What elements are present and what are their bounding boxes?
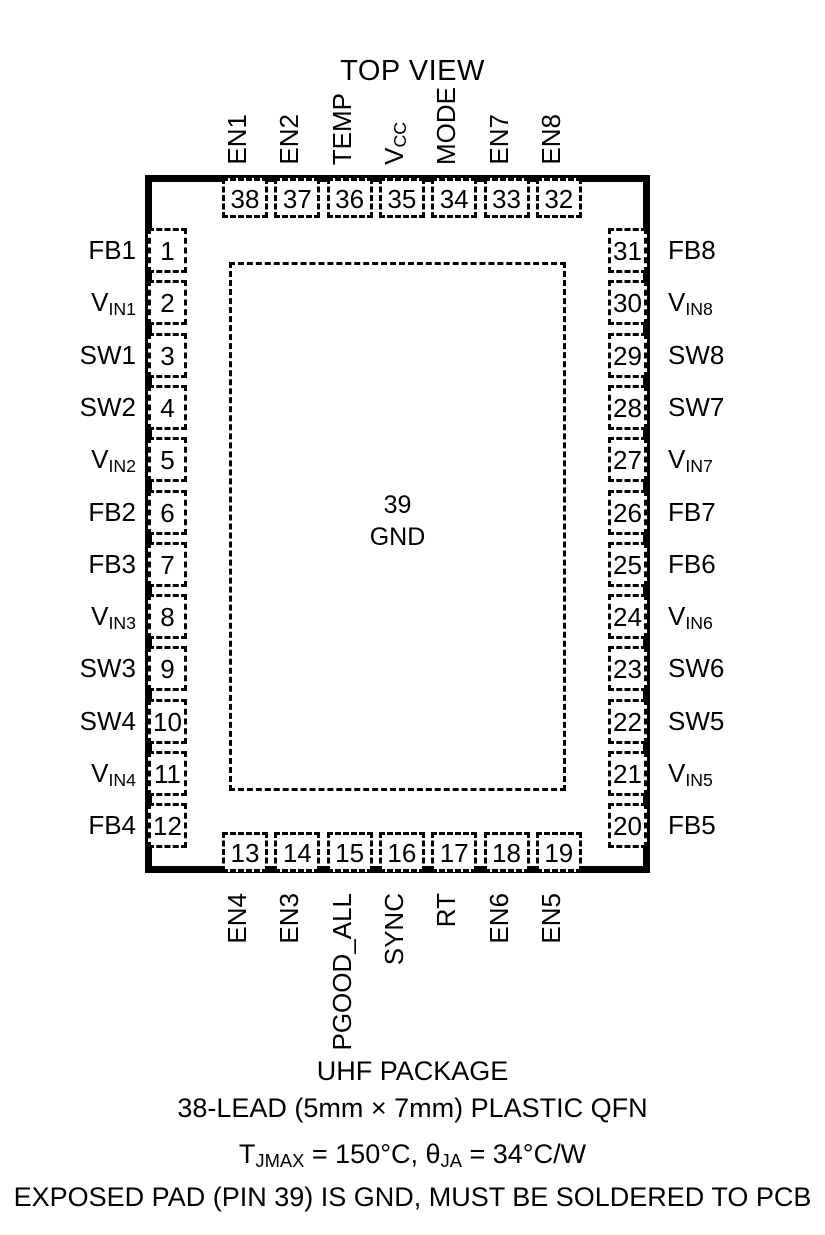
pin-label-SW3: SW3 [79, 653, 136, 684]
pin-label-MODE: MODE [431, 87, 462, 165]
exposed-pad-outline [229, 262, 566, 791]
pin-box-15: 15 [326, 832, 373, 872]
pin-label-FB1: FB1 [88, 235, 136, 265]
pin-label-SW4: SW4 [79, 705, 136, 736]
pin-box-16: 16 [378, 832, 425, 872]
pin-label-SW5: SW5 [668, 705, 725, 736]
pin-box-7: 7 [148, 541, 187, 587]
pin-box-12: 12 [148, 803, 187, 849]
pin-box-27: 27 [608, 437, 647, 483]
pin-label-FB3: FB3 [88, 548, 136, 579]
pin-box-20: 20 [608, 803, 647, 849]
pin-label-EN6: EN6 [483, 893, 514, 944]
pin-label-SW7: SW7 [668, 391, 725, 422]
pin-label-SW8: SW8 [668, 339, 725, 370]
pin-label-EN1: EN1 [222, 114, 252, 165]
pin-box-31: 31 [608, 228, 647, 273]
pin-label-SYNC: SYNC [378, 893, 409, 966]
pin-label-FB7: FB7 [668, 496, 716, 527]
package-caption: UHF PACKAGE 38-LEAD (5mm × 7mm) PLASTIC … [0, 1053, 825, 1216]
caption-line-package: UHF PACKAGE [316, 1056, 509, 1086]
tjmax-subscript: JMAX [255, 1150, 305, 1172]
pin-box-22: 22 [608, 698, 647, 744]
pin-box-38: 38 [222, 178, 268, 218]
pin-box-4: 4 [148, 384, 187, 430]
pin-box-21: 21 [608, 751, 647, 796]
pin-label-FB4: FB4 [88, 810, 136, 841]
pin-label-VIN8: VIN8 [668, 287, 713, 320]
pin-box-3: 3 [148, 332, 187, 378]
caption-line-exposedpad: EXPOSED PAD (PIN 39) IS GND, MUST BE SOL… [13, 1182, 812, 1213]
pin-label-EN2: EN2 [274, 114, 305, 165]
pin-label-VCC: VCC [378, 122, 411, 165]
caption-line-leadcount: 38-LEAD (5mm × 7mm) PLASTIC QFN [177, 1093, 648, 1123]
pin-box-11: 11 [148, 751, 187, 796]
pin-box-30: 30 [608, 280, 647, 326]
pin-box-19: 19 [535, 832, 582, 872]
pin-label-SW1: SW1 [79, 339, 136, 370]
pin-label-VIN2: VIN2 [91, 444, 136, 477]
pin-label-VIN7: VIN7 [668, 444, 713, 477]
pin-box-5: 5 [148, 437, 187, 483]
exposed-pad-label: 39 GND [369, 491, 426, 551]
pin-label-EN7: EN7 [483, 114, 514, 165]
pin-label-FB2: FB2 [88, 496, 136, 527]
pin-box-8: 8 [148, 594, 187, 640]
pin-box-23: 23 [608, 646, 647, 692]
pin-label-TEMP: TEMP [326, 92, 357, 165]
pin-label-RT: RT [431, 893, 462, 928]
pin-box-6: 6 [148, 489, 187, 535]
pin-label-SW6: SW6 [668, 653, 725, 684]
pin-box-25: 25 [608, 541, 647, 587]
pin-box-10: 10 [148, 698, 187, 744]
pin-box-37: 37 [274, 178, 321, 218]
tjmax-value: = 150°C, θ [304, 1139, 441, 1169]
pin-box-14: 14 [274, 832, 321, 872]
pin-box-28: 28 [608, 384, 647, 430]
theta-ja-subscript: JA [440, 1150, 462, 1172]
pin-label-SW2: SW2 [79, 391, 136, 422]
pin-label-EN3: EN3 [274, 893, 305, 944]
pin-box-1: 1 [148, 228, 187, 273]
pin-label-VIN4: VIN4 [91, 758, 136, 790]
pin-box-32: 32 [535, 178, 582, 218]
pin-label-EN4: EN4 [222, 893, 252, 944]
pin-box-13: 13 [222, 832, 268, 872]
pin-label-VIN1: VIN1 [91, 287, 136, 320]
caption-line-thermal: TJMAX = 150°C, θJA = 34°C/W [0, 1136, 825, 1179]
pin-box-18: 18 [483, 832, 530, 872]
pin-label-VIN6: VIN6 [668, 601, 713, 633]
pin-box-29: 29 [608, 332, 647, 378]
pin-label-PGOOD_ALL: PGOOD_ALL [326, 893, 357, 1051]
pin-label-FB8: FB8 [668, 235, 716, 265]
pin-label-EN8: EN8 [535, 114, 566, 165]
pin-label-FB6: FB6 [668, 548, 716, 579]
theta-ja-value: = 34°C/W [461, 1139, 587, 1169]
pin-box-26: 26 [608, 489, 647, 535]
pin-box-35: 35 [378, 178, 425, 218]
tjmax-symbol: T [238, 1139, 256, 1169]
pin-box-9: 9 [148, 646, 187, 692]
pin-label-VIN5: VIN5 [668, 758, 713, 790]
pin-box-33: 33 [483, 178, 530, 218]
pin-label-VIN3: VIN3 [91, 601, 136, 633]
pin-box-34: 34 [431, 178, 478, 218]
pin-label-FB5: FB5 [668, 810, 716, 841]
pin-box-24: 24 [608, 594, 647, 640]
pin-label-EN5: EN5 [535, 893, 566, 944]
pin-box-2: 2 [148, 280, 187, 326]
pin-box-36: 36 [326, 178, 373, 218]
caption-spacer [0, 1127, 825, 1136]
pin-box-17: 17 [431, 832, 478, 872]
page-title: TOP VIEW [340, 55, 485, 87]
